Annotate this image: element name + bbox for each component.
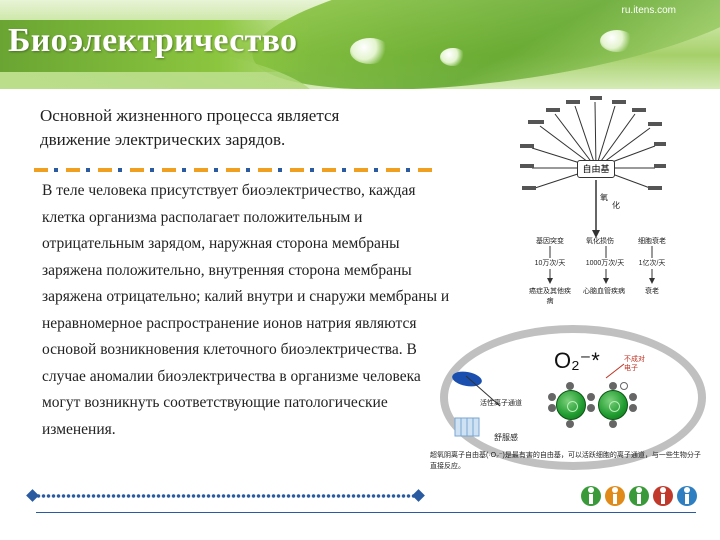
- person-icon: [605, 486, 625, 506]
- water-drop-decoration: [350, 38, 390, 64]
- table-footer: 衰老: [645, 288, 659, 295]
- dotted-divider-bottom: [36, 493, 416, 499]
- note-arrow: [605, 363, 625, 379]
- electron: [629, 404, 637, 412]
- water-drop-decoration: [440, 48, 466, 66]
- electron: [548, 404, 556, 412]
- table-value: 1亿次/天: [632, 258, 672, 269]
- table-header: 基因突变: [536, 238, 564, 245]
- header-banner: Биоэлектричество ru.itens.com: [0, 0, 720, 92]
- molecule-frame: [440, 325, 706, 470]
- table-footer: 心脑血管疾病: [583, 288, 625, 295]
- unpaired-electron: [620, 382, 628, 390]
- oxidation-arrow: [592, 180, 600, 238]
- comfort-note: 舒服感: [494, 433, 518, 442]
- oxidation-label-2: 化: [612, 201, 620, 210]
- electron: [548, 393, 556, 401]
- table-footer: 癌症及其他疾病: [529, 288, 571, 305]
- table-value: 1000万次/天: [582, 258, 628, 269]
- electron: [609, 420, 617, 428]
- ion-channel-note: 活性离子通道: [480, 400, 522, 407]
- diagram-caption: 超氧阴离子自由基(·O₂⁻)是最有害的自由基，可以活跃细胞的离子通道，与一些生物…: [430, 452, 701, 470]
- footer-line: [36, 512, 696, 513]
- person-icon: [677, 486, 697, 506]
- site-watermark: ru.itens.com: [621, 5, 676, 16]
- electron: [587, 393, 595, 401]
- electron: [629, 393, 637, 401]
- electron: [566, 382, 574, 390]
- oxygen-atom: [598, 390, 628, 420]
- oxygen-atom: [556, 390, 586, 420]
- cell-membrane-icon: [454, 417, 480, 437]
- molecule-label: O₂⁻*: [554, 348, 600, 373]
- dashed-divider-top: [34, 168, 434, 172]
- page-title: Биоэлектричество: [8, 22, 298, 59]
- unpaired-electron-note: 不成对电子: [624, 356, 645, 372]
- title-background: [0, 20, 312, 72]
- person-icon: [629, 486, 649, 506]
- table-value: 10万次/天: [530, 258, 570, 269]
- person-icon: [581, 486, 601, 506]
- diamond-icon: [412, 489, 425, 502]
- table-header: 细胞衰老: [638, 238, 666, 245]
- channel-arrow: [465, 375, 501, 407]
- electron: [566, 420, 574, 428]
- radial-labels: [520, 96, 666, 190]
- oxidation-label-1: 氧: [600, 193, 608, 202]
- banner-divider: [0, 89, 720, 92]
- intro-text: Основной жизненного процесса является дв…: [40, 106, 340, 149]
- table-header: 氧化损伤: [586, 238, 614, 245]
- free-radical-box: 自由基: [577, 160, 615, 178]
- body-text: В теле человека присутствует биоэлектрич…: [42, 182, 450, 438]
- electron: [587, 404, 595, 412]
- person-icon: [653, 486, 673, 506]
- water-drop-decoration: [600, 30, 634, 52]
- electron: [609, 382, 617, 390]
